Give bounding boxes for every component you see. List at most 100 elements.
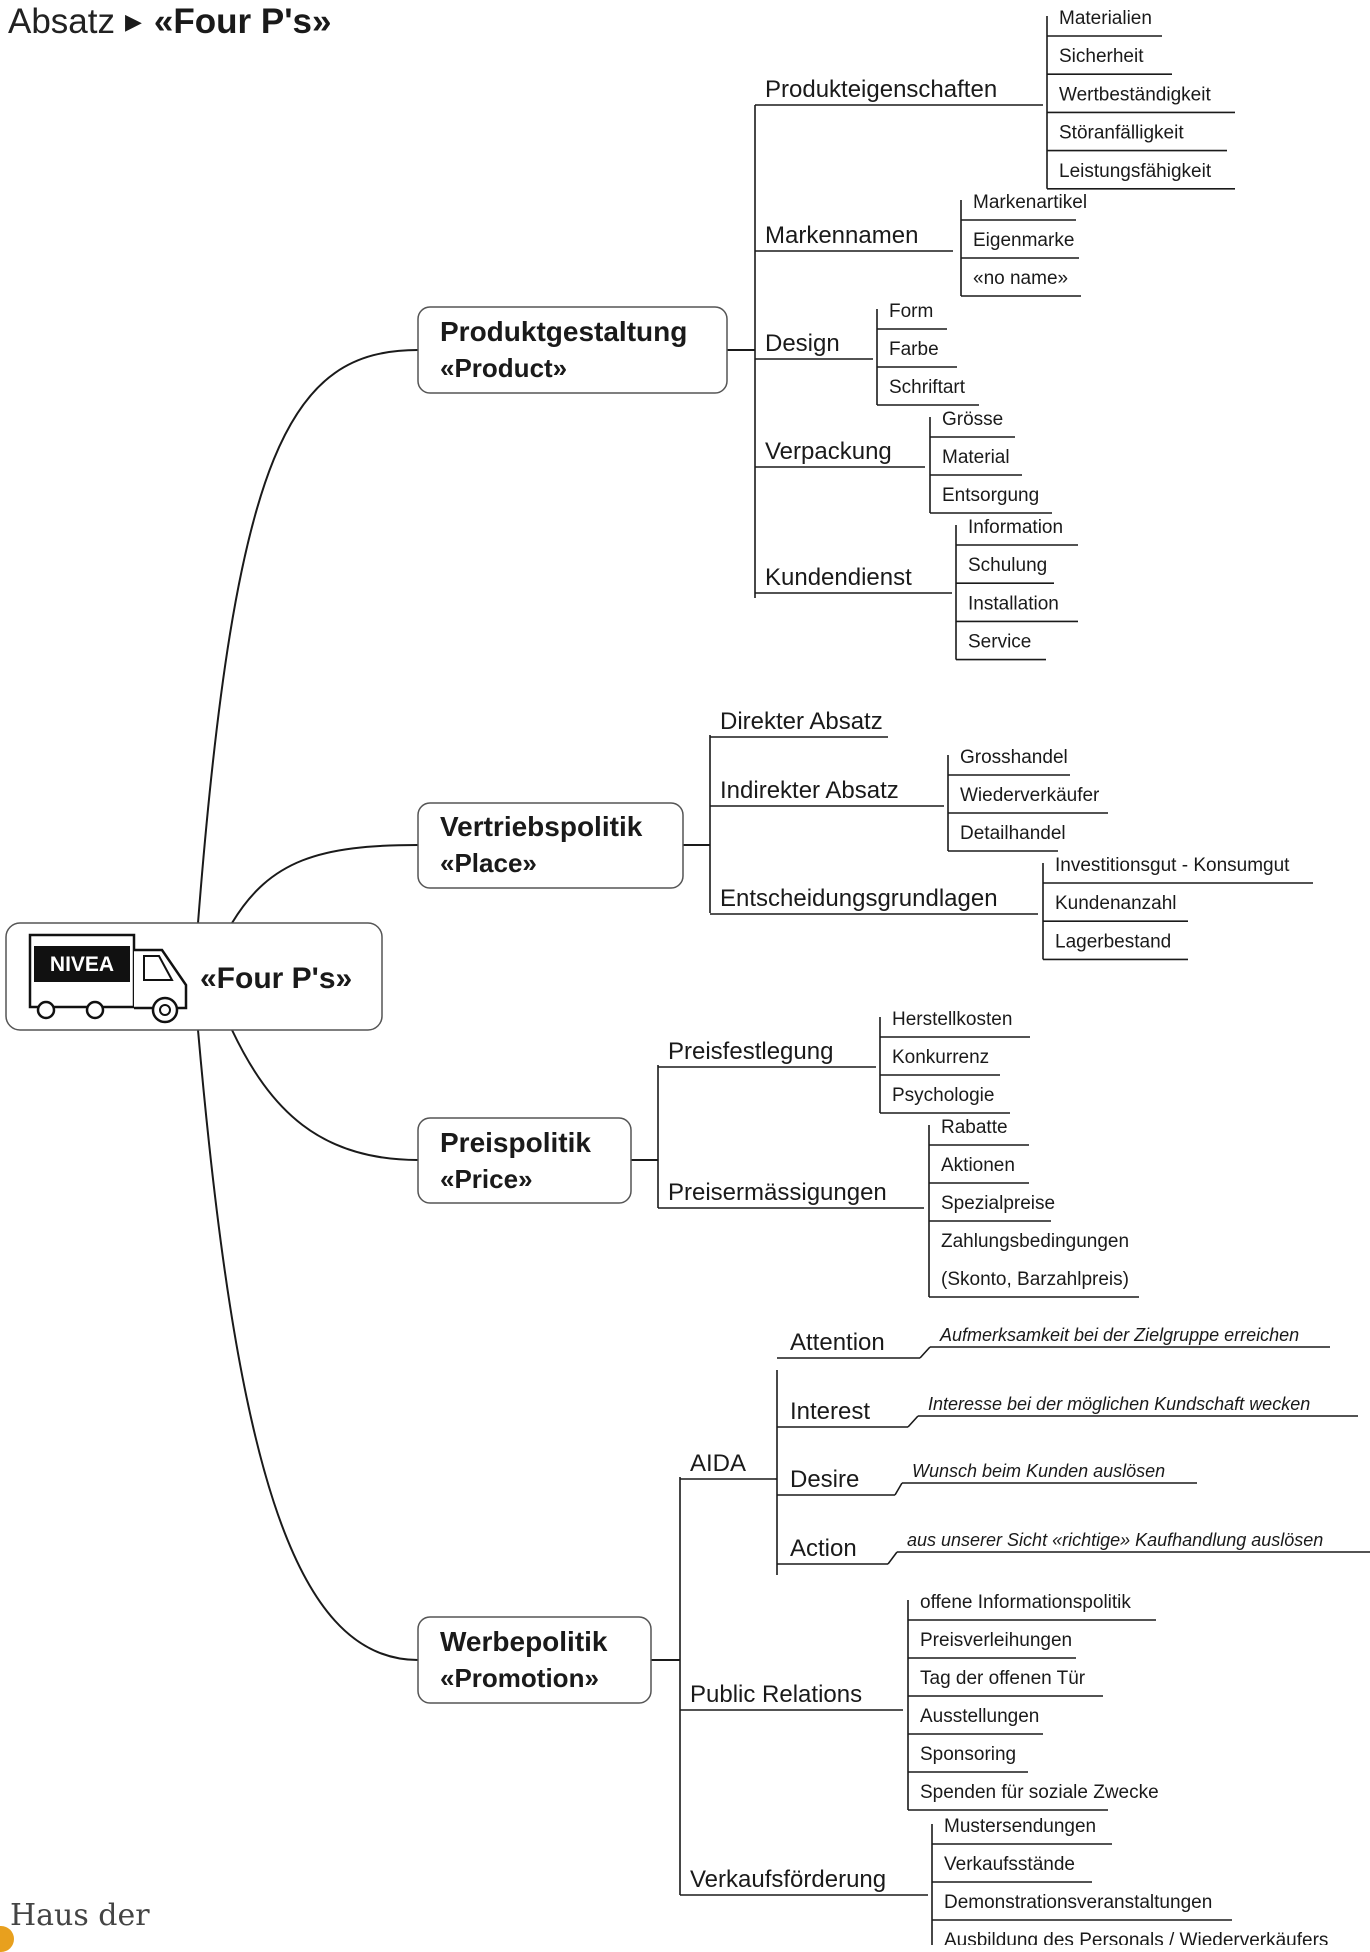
item-label: Detailhandel <box>960 823 1066 844</box>
topic-label: Public Relations <box>690 1681 862 1708</box>
aida-step-note: aus unserer Sicht «richtige» Kaufhandlun… <box>907 1530 1323 1550</box>
topic-label: Kundendienst <box>765 564 912 591</box>
item-label: Verkaufsstände <box>944 1854 1075 1875</box>
center-node[interactable]: NIVEA «Four P's» <box>5 922 383 1031</box>
item: Materialien <box>1047 8 1162 37</box>
item: Investitionsgut - Konsumgut <box>1043 855 1313 884</box>
item-label: Wiederverkäufer <box>960 785 1100 806</box>
delivery-truck-icon <box>28 933 188 1024</box>
item-label: Spezialpreise <box>941 1193 1055 1214</box>
item-label: «no name» <box>973 268 1068 289</box>
branch-node-box <box>417 1616 652 1704</box>
item-label: Grosshandel <box>960 747 1068 768</box>
topic-label: Entscheidungsgrundlagen <box>720 885 998 912</box>
item-label: Material <box>942 447 1010 468</box>
item: Schulung <box>956 555 1054 585</box>
item: Zahlungsbedingungen <box>941 1231 1129 1252</box>
item: Grösse <box>930 409 1015 438</box>
item: Information <box>956 517 1078 546</box>
item: Form <box>877 301 947 330</box>
branch-node[interactable]: Preispolitik«Price» <box>417 1117 632 1204</box>
aida-step-label: Interest <box>790 1398 870 1425</box>
item: Störanfälligkeit <box>1047 123 1227 152</box>
branch-node-box <box>417 1117 632 1204</box>
branch-4: Werbepolitik«Promotion» AIDA Public Relati… <box>417 1325 1370 1945</box>
item: Psychologie <box>880 1085 1010 1114</box>
branch-title: Werbepolitik <box>440 1626 608 1657</box>
topic: ProdukteigenschaftenMaterialienSicherhei… <box>755 8 1235 190</box>
publisher-logo: Haus der <box>0 1898 150 1952</box>
aida-step-label: Attention <box>790 1329 885 1356</box>
item-label: Herstellkosten <box>892 1009 1012 1030</box>
item-label: Psychologie <box>892 1085 994 1106</box>
item: Konkurrenz <box>880 1047 1000 1076</box>
aida-step: Interest Interesse bei der möglichen Kund… <box>777 1394 1358 1428</box>
item: Herstellkosten <box>880 1009 1030 1038</box>
item-label: Spenden für soziale Zwecke <box>920 1782 1159 1803</box>
item-label: Demonstrationsveranstaltungen <box>944 1892 1212 1913</box>
branch-subtitle: «Product» <box>440 353 567 383</box>
item-label: Service <box>968 632 1031 653</box>
item: Verkaufsstände <box>932 1854 1092 1883</box>
branch-node-box <box>417 306 728 394</box>
branches: Produktgestaltung «Product» Produkteigensc… <box>417 8 1370 1945</box>
topic: Entscheidungsgrundlagen Investitionsgut -… <box>710 855 1313 961</box>
item: Detailhandel <box>948 823 1066 852</box>
item: Eigenmarke <box>961 230 1079 259</box>
center-label: «Four P's» <box>200 962 352 995</box>
topic-label: Preisfestlegung <box>668 1038 833 1065</box>
topic: Indirekter Absatz GrosshandelWiederverkäu… <box>710 747 1108 852</box>
topic-label: Design <box>765 330 840 357</box>
item: «no name» <box>961 268 1081 297</box>
item-label: Wertbeständigkeit <box>1059 84 1211 105</box>
topic-label: Produkteigenschaften <box>765 76 997 103</box>
topic-label: Indirekter Absatz <box>720 777 899 804</box>
item: Installation <box>956 593 1078 623</box>
branch-node[interactable]: Werbepolitik«Promotion» <box>417 1616 652 1704</box>
item: Lagerbestand <box>1043 931 1188 961</box>
center-logo-text: NIVEA <box>50 953 114 976</box>
topic: PreisermässigungenRabatteAktionenSpezial… <box>658 1117 1139 1298</box>
item: Sponsoring <box>908 1744 1028 1773</box>
item: Wiederverkäufer <box>948 785 1108 814</box>
breadcrumb[interactable]: Absatz <box>8 2 115 41</box>
item-label: Lagerbestand <box>1055 931 1171 952</box>
item-label: Materialien <box>1059 8 1152 29</box>
item-label: Grösse <box>942 409 1003 430</box>
publisher-logo-text: Haus der <box>10 1898 150 1933</box>
item: (Skonto, Barzahlpreis) <box>929 1269 1139 1298</box>
branch-subtitle: «Place» <box>440 848 537 878</box>
branch-node[interactable]: Produktgestaltung «Product» <box>417 306 728 394</box>
item: Ausbildung des Personals / Wiederverkäuf… <box>944 1930 1328 1945</box>
item-label: Markenartikel <box>973 192 1087 213</box>
item: Aktionen <box>929 1155 1029 1184</box>
item-label: Entsorgung <box>942 485 1039 506</box>
topic-label: Verkaufsförderung <box>690 1866 886 1893</box>
item-label: Tag der offenen Tür <box>920 1668 1086 1689</box>
topic: VerkaufsförderungMustersendungenVerkaufs… <box>680 1816 1328 1945</box>
item-label: Ausstellungen <box>920 1706 1039 1727</box>
branch-node[interactable]: Vertriebspolitik «Place» <box>417 802 684 889</box>
item: Grosshandel <box>948 747 1070 776</box>
aida-note-connector <box>919 1346 931 1359</box>
item: Demonstrationsveranstaltungen <box>932 1892 1232 1921</box>
topic-label: AIDA <box>690 1450 746 1477</box>
item: Tag der offenen Tür <box>908 1668 1103 1697</box>
item: Kundenanzahl <box>1043 893 1188 923</box>
item-label: Investitionsgut - Konsumgut <box>1055 855 1290 876</box>
item-label: Sponsoring <box>920 1744 1016 1765</box>
branch-title: Produktgestaltung <box>440 316 687 347</box>
branch-title: Vertriebspolitik <box>440 811 643 842</box>
branch-3: Preispolitik«Price» Preisfestlegung Herste… <box>417 1009 1139 1298</box>
item-label: Zahlungsbedingungen <box>941 1231 1129 1252</box>
aida-step-note: Wunsch beim Kunden auslösen <box>912 1461 1165 1481</box>
aida-step-note: Interesse bei der möglichen Kundschaft w… <box>928 1394 1310 1414</box>
item: Spezialpreise <box>929 1193 1055 1222</box>
